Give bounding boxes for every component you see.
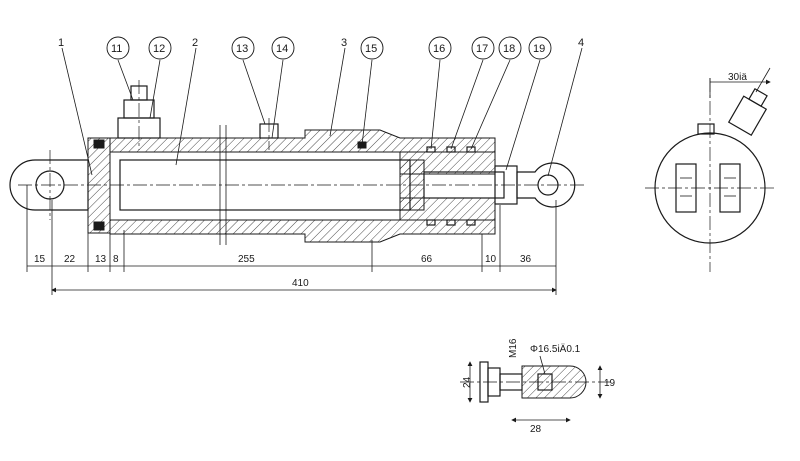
rear-clevis xyxy=(9,159,89,211)
end-view-slot-right xyxy=(719,163,741,213)
label-part-17: 17 xyxy=(476,43,488,55)
seal-18-bottom xyxy=(466,219,476,226)
label-part-18: 18 xyxy=(503,43,515,55)
detail-dim-19: 19 xyxy=(604,378,616,389)
main-dimensions: 15 22 13 8 255 66 10 36 410 xyxy=(26,185,557,295)
dim-15: 15 xyxy=(34,254,46,265)
detail-dim-28: 28 xyxy=(530,424,542,435)
dim-66: 66 xyxy=(421,254,433,265)
barrel-wall-top xyxy=(109,129,496,153)
rod-thread xyxy=(423,171,505,199)
detail-thread-label: M16 xyxy=(508,338,519,358)
detail-dim-24: 24 xyxy=(462,376,473,388)
label-part-14: 14 xyxy=(276,43,288,55)
label-part-13: 13 xyxy=(236,43,248,55)
end-view-slot-left xyxy=(675,163,697,213)
label-part-12: 12 xyxy=(153,43,165,55)
dim-total-410: 410 xyxy=(292,278,309,289)
label-part-3: 3 xyxy=(341,37,347,49)
main-section-view xyxy=(9,80,585,245)
dim-255: 255 xyxy=(238,254,255,265)
piston-head xyxy=(399,159,425,211)
end-cap-seal-bottom xyxy=(93,221,105,231)
detail-diameter-label: Φ16.5iÄ0.1 xyxy=(530,343,581,355)
end-cap-seal-top xyxy=(93,139,105,149)
label-part-19: 19 xyxy=(533,43,545,55)
part-callouts: 1 2 3 4 11 12 13 14 15 16 17 18 19 xyxy=(58,36,584,177)
seal-17-top xyxy=(446,146,456,153)
barrel-wall-bottom xyxy=(109,219,496,243)
rod-eye xyxy=(516,162,576,208)
detail-eye xyxy=(521,365,587,399)
end-view-angle: 30iä xyxy=(728,72,747,83)
end-view: 30iä xyxy=(645,67,775,272)
rear-end-cap xyxy=(87,137,111,234)
end-view-bleeder xyxy=(697,123,715,135)
seal-18-top xyxy=(466,146,476,153)
dim-8: 8 xyxy=(113,254,119,265)
dim-13: 13 xyxy=(95,254,107,265)
seal-16-bottom xyxy=(426,219,436,226)
dim-36: 36 xyxy=(520,254,532,265)
detail-view: 24 19 28 M16 Φ16.5iÄ0.1 xyxy=(460,338,616,435)
label-part-1: 1 xyxy=(58,37,64,49)
label-part-16: 16 xyxy=(433,43,445,55)
label-part-2: 2 xyxy=(192,37,198,49)
label-part-11: 11 xyxy=(111,43,122,55)
seal-17-bottom xyxy=(446,219,456,226)
end-view-port xyxy=(727,87,768,136)
label-part-4: 4 xyxy=(578,37,584,49)
dim-22: 22 xyxy=(64,254,76,265)
dim-10: 10 xyxy=(485,254,497,265)
label-part-15: 15 xyxy=(365,43,377,55)
